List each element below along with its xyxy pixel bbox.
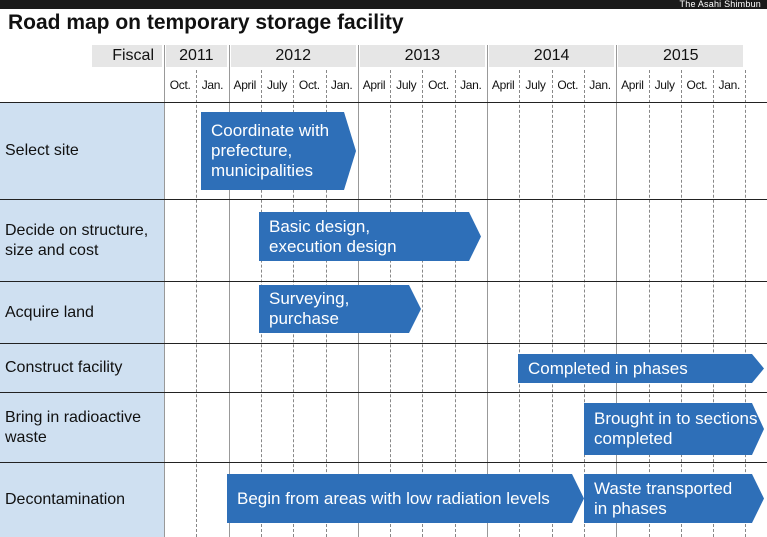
task-bar: Completed in phases [518, 354, 764, 383]
month-label: July [525, 78, 546, 92]
month-label: Oct. [686, 78, 708, 92]
month-label: Oct. [169, 78, 191, 92]
month-label: Jan. [589, 78, 611, 92]
year-divider [616, 45, 618, 537]
year-header: 2013 [359, 45, 485, 67]
year-header: 2015 [618, 45, 744, 67]
year-header: 2011 [166, 45, 227, 67]
year-divider [487, 45, 488, 537]
month-label: Jan. [330, 78, 353, 92]
task-bar: Surveying,purchase [259, 285, 421, 333]
month-label: July [396, 78, 417, 92]
year-header: 2012 [230, 45, 356, 67]
row-divider [0, 462, 767, 463]
month-label: Jan. [201, 78, 224, 92]
month-label: Oct. [557, 78, 579, 92]
task-label: Select site [5, 142, 79, 159]
month-label: Jan. [718, 78, 741, 92]
task-cell [0, 393, 164, 462]
column-gridline [519, 70, 521, 537]
credit: The Asahi Shimbun [679, 0, 761, 9]
row-divider [0, 392, 767, 393]
month-label: July [266, 78, 288, 92]
task-label: Acquire land [5, 303, 94, 321]
month-label: April [233, 78, 256, 92]
column-gridline [454, 70, 456, 537]
month-label: April [362, 78, 386, 92]
task-bar: Basic design,execution design [259, 212, 481, 261]
year-header: 2014 [489, 45, 615, 67]
month-label: Oct. [298, 78, 320, 92]
month-label: April [621, 78, 644, 92]
task-label: Decide on structure,size and cost [5, 221, 149, 259]
month-label: Jan. [460, 78, 482, 92]
month-label: Oct. [428, 78, 449, 92]
task-bar: Begin from areas with low radiation leve… [227, 474, 584, 523]
column-gridline [422, 70, 424, 537]
row-divider [0, 199, 767, 200]
year-divider [164, 45, 165, 537]
task-cell [0, 344, 164, 392]
month-label: April [491, 78, 515, 92]
task-label: Decontamination [5, 491, 126, 508]
column-gridline [551, 70, 553, 537]
task-label: Construct facility [5, 359, 123, 376]
top-bar: The Asahi Shimbun [0, 0, 767, 9]
column-gridline [196, 70, 198, 537]
column-gridline [583, 70, 585, 537]
month-label: July [654, 78, 675, 92]
row-divider [0, 343, 767, 344]
column-gridline [713, 70, 715, 537]
row-divider [0, 281, 767, 282]
column-gridline [745, 70, 747, 537]
chart-title: Road map on temporary storage facility [8, 11, 404, 34]
fiscal-label: Fiscal [92, 45, 162, 67]
task-cell [0, 463, 164, 537]
task-cell [0, 200, 164, 281]
column-gridline [648, 70, 650, 537]
year-divider [228, 45, 230, 537]
task-cell [0, 103, 164, 199]
task-cell [0, 282, 164, 343]
column-gridline [680, 70, 682, 537]
row-divider [0, 102, 767, 103]
